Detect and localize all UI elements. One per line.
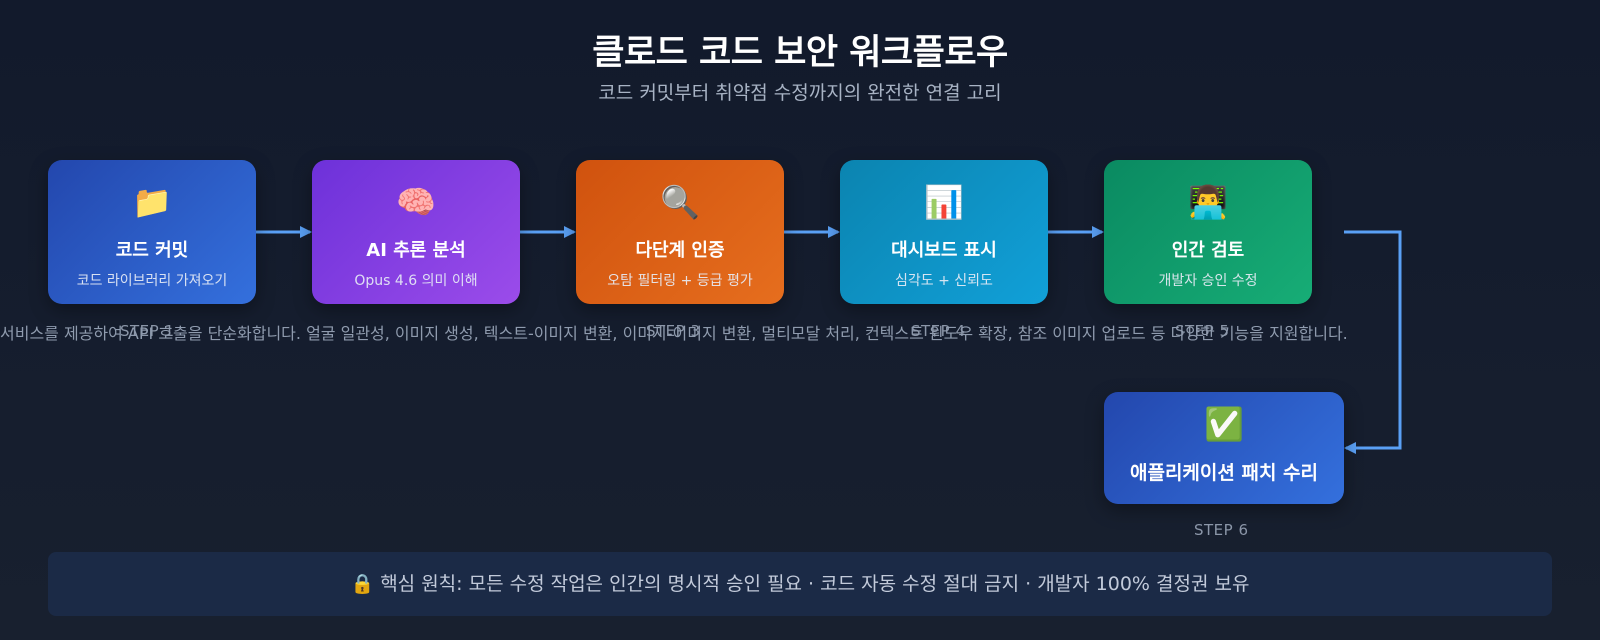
step-description: 오탐 필터링 + 등급 평가	[607, 273, 753, 289]
step-title: 애플리케이션 패치 수리	[1129, 462, 1319, 484]
step-label-5: STEP 5	[1175, 322, 1230, 340]
step-description: 코드 라이브러리 가져오기	[76, 273, 228, 289]
step-description: Opus 4.6 의미 이해	[354, 273, 478, 289]
step-label-4: STEP 4	[911, 322, 966, 340]
step-label-3: STEP 3	[646, 322, 701, 340]
step-box-ai-analysis: 🧠 AI 추론 분석 Opus 4.6 의미 이해	[312, 160, 520, 304]
folder-icon: 📁	[132, 183, 172, 221]
step-title: 인간 검토	[1171, 240, 1245, 261]
step-box-human-review: 👨‍💻 인간 검토 개발자 승인 수정	[1104, 160, 1312, 304]
page-title: 클로드 코드 보안 워크플로우	[592, 33, 1008, 73]
step-description: 심각도 + 신뢰도	[895, 273, 993, 289]
check-icon: ✅	[1204, 405, 1244, 443]
magnifier-icon: 🔍	[660, 183, 700, 221]
step-title: 다단계 인증	[635, 240, 725, 261]
developer-icon: 👨‍💻	[1188, 183, 1228, 221]
core-principle-banner: 🔒 핵심 원칙: 모든 수정 작업은 인간의 명시적 승인 필요 · 코드 자동…	[48, 552, 1552, 616]
step-title: AI 추론 분석	[366, 240, 466, 261]
step-box-code-commit: 📁 코드 커밋 코드 라이브러리 가져오기	[48, 160, 256, 304]
step-title: 대시보드 표시	[891, 240, 997, 261]
page-subtitle: 코드 커밋부터 취약점 수정까지의 완전한 연결 고리	[598, 82, 1002, 104]
overlapping-description-text: 서비스를 제공하여 API 호출을 단순화합니다. 얼굴 일관성, 이미지 생성…	[0, 324, 1348, 343]
step-box-patch-repair: ✅ 애플리케이션 패치 수리	[1104, 392, 1344, 504]
step-box-dashboard: 📊 대시보드 표시 심각도 + 신뢰도	[840, 160, 1048, 304]
step-description: 개발자 승인 수정	[1158, 273, 1258, 289]
step-label-6: STEP 6	[1194, 521, 1249, 539]
arrow-5-6	[1344, 230, 1402, 454]
bar-chart-icon: 📊	[924, 183, 964, 221]
step-label-1: STEP 1	[120, 322, 175, 340]
brain-icon: 🧠	[396, 183, 436, 221]
step-title: 코드 커밋	[115, 240, 189, 261]
step-box-multistage-verification: 🔍 다단계 인증 오탐 필터링 + 등급 평가	[576, 160, 784, 304]
